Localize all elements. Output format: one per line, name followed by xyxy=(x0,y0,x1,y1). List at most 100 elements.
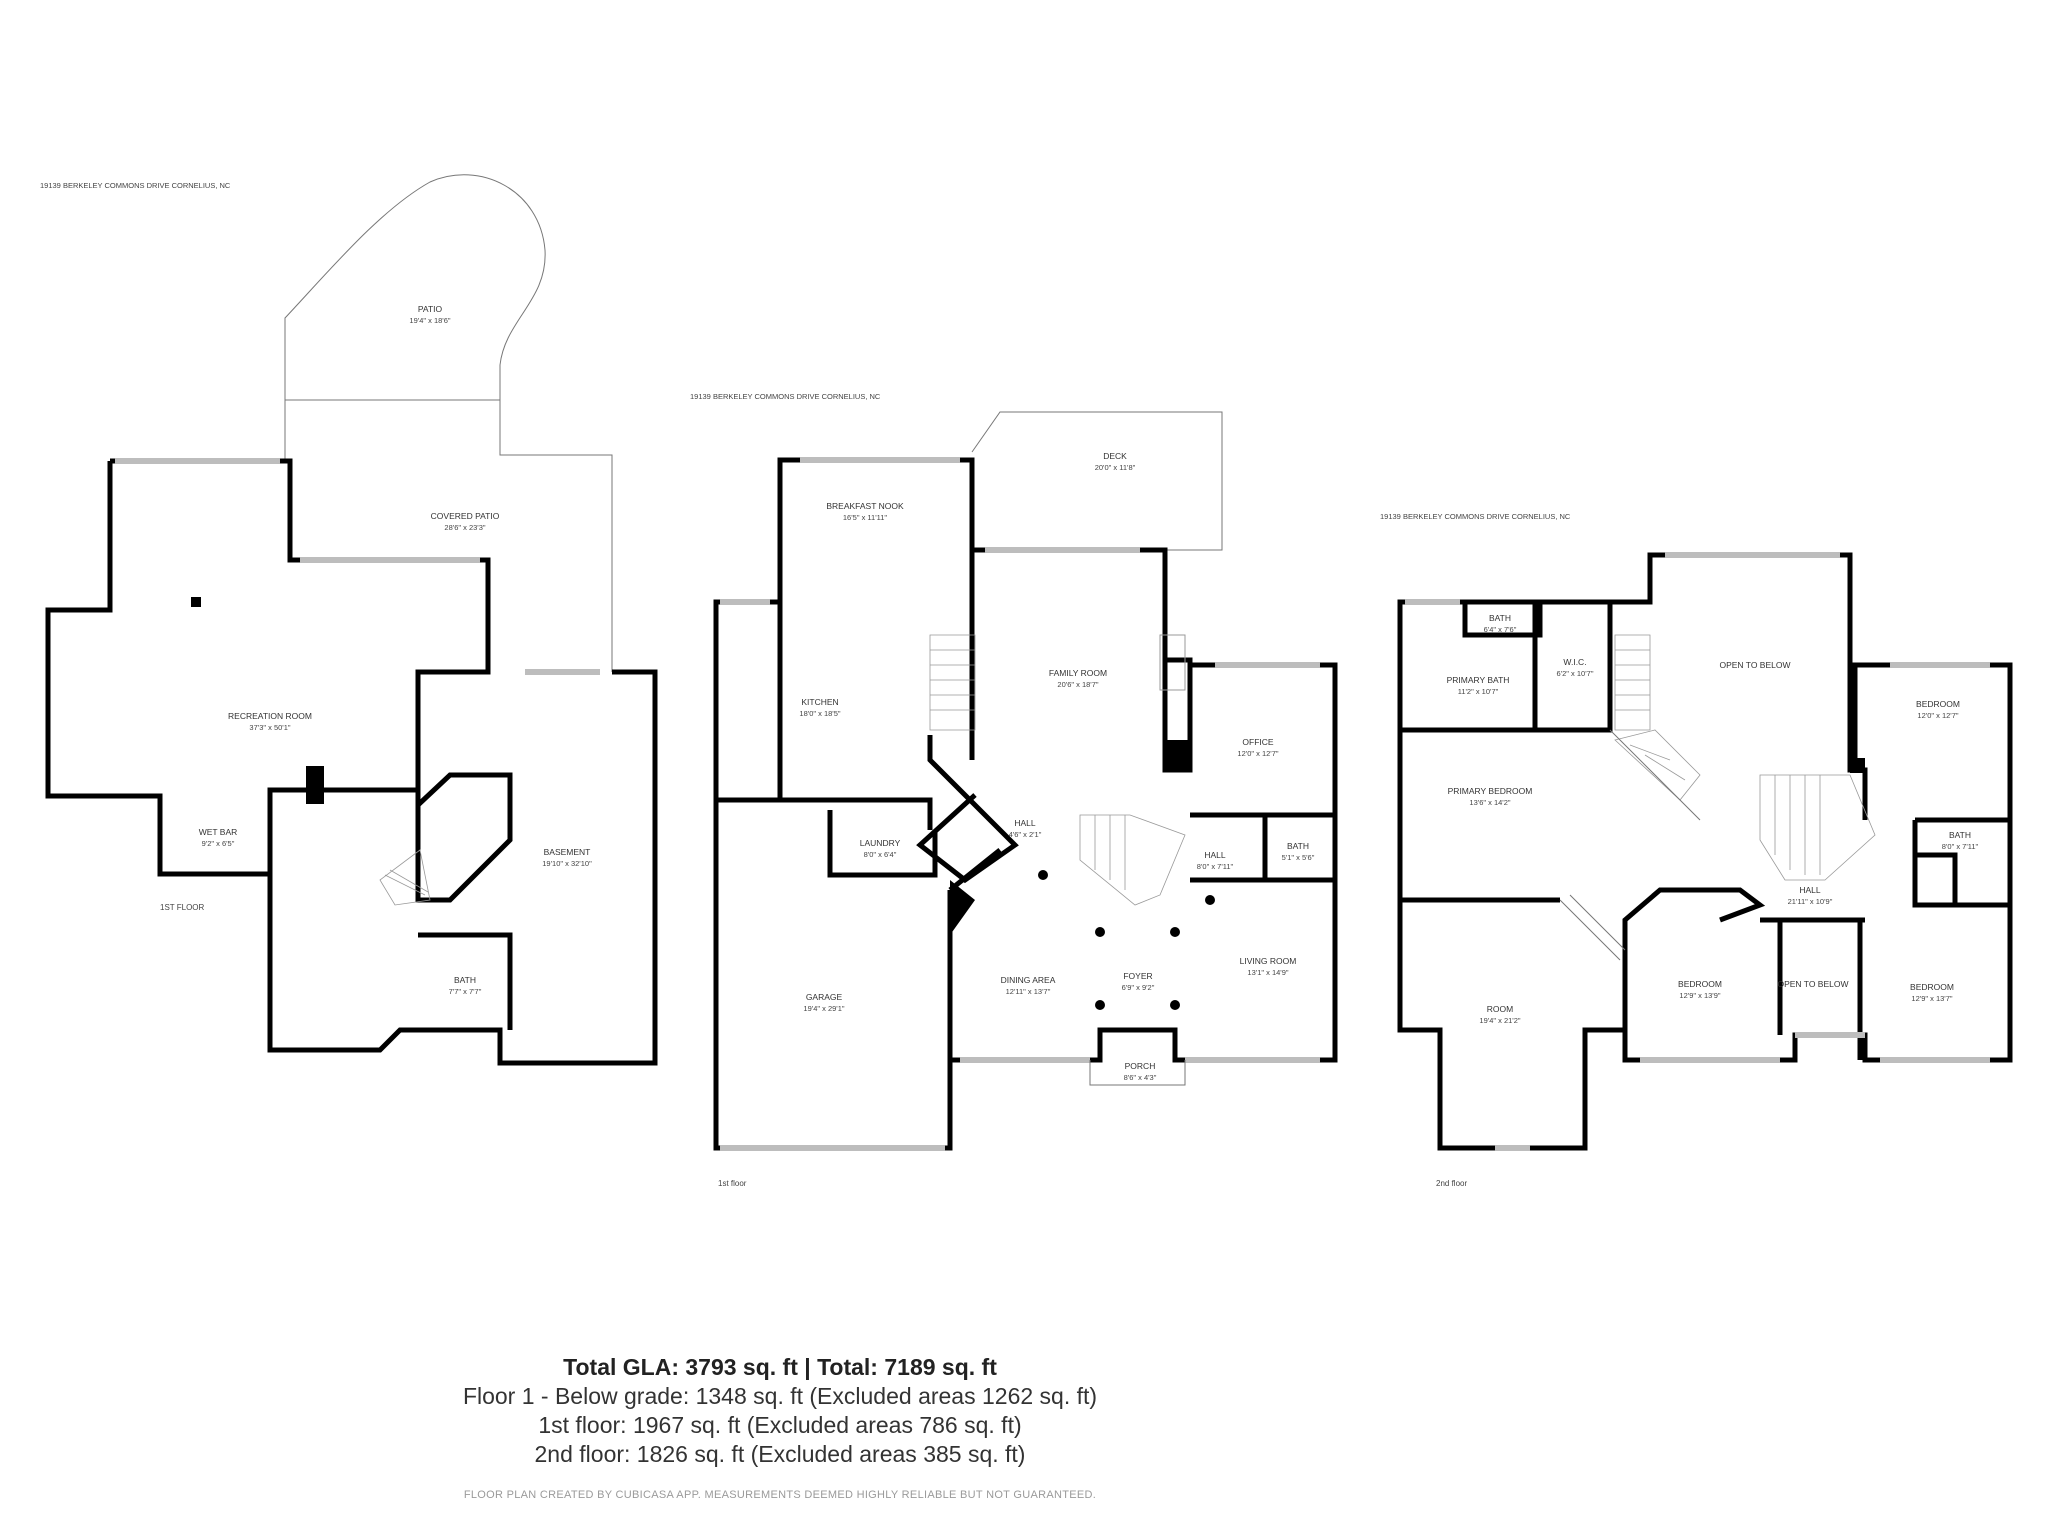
wic-name: W.I.C. xyxy=(1563,657,1586,667)
primary-bath-dim: 11'2" x 10'7" xyxy=(1458,687,1499,696)
office-dim: 12'0" x 12'7" xyxy=(1237,749,1278,758)
second-floor-address: 19139 BERKELEY COMMONS DRIVE CORNELIUS, … xyxy=(1380,512,1571,521)
basement-column xyxy=(191,597,201,607)
basement-stairs xyxy=(379,849,431,906)
basement-floor-plan: 19139 BERKELEY COMMONS DRIVE CORNELIUS, … xyxy=(40,174,658,1066)
second-floor-column xyxy=(1850,758,1865,773)
first-floor-column xyxy=(1038,870,1048,880)
first-floor-column xyxy=(1165,740,1190,770)
first-floor-column xyxy=(1170,927,1180,937)
second-floor-stairs-curved xyxy=(1759,774,1876,881)
open-to-below-top: OPEN TO BELOW xyxy=(1719,660,1790,670)
office-name: OFFICE xyxy=(1242,737,1273,747)
total-area: Total GLA: 3793 sq. ft | Total: 7189 sq.… xyxy=(563,1354,997,1380)
patio-dim: 19'4" x 18'6" xyxy=(409,316,450,325)
primary-bedroom-name: PRIMARY BEDROOM xyxy=(1448,786,1533,796)
bath-right-name: BATH xyxy=(1949,830,1971,840)
foyer-dim: 6'9" x 9'2" xyxy=(1122,983,1155,992)
bedroom-right-name: BEDROOM xyxy=(1916,699,1960,709)
living-room-name: LIVING ROOM xyxy=(1240,956,1297,966)
first-hall-name: HALL xyxy=(1204,850,1226,860)
primary-bath-name: PRIMARY BATH xyxy=(1447,675,1510,685)
first-bath-name: BATH xyxy=(1287,841,1309,851)
dining-area-dim: 12'11" x 13'7" xyxy=(1006,987,1051,996)
bedroom-right-dim: 12'0" x 12'7" xyxy=(1917,711,1958,720)
breakfast-nook-dim: 16'5" x 11'11" xyxy=(843,513,888,522)
first-floor-address: 19139 BERKELEY COMMONS DRIVE CORNELIUS, … xyxy=(690,392,881,401)
first-floor-outer-wall xyxy=(713,457,1338,1151)
kitchen-name: KITCHEN xyxy=(801,697,838,707)
deck-dim: 20'0" x 11'8" xyxy=(1095,463,1136,472)
first-floor-column xyxy=(1170,1000,1180,1010)
covered-patio-name: COVERED PATIO xyxy=(431,511,500,521)
first-floor-plan: 19139 BERKELEY COMMONS DRIVE CORNELIUS, … xyxy=(690,392,1338,1188)
below-grade-area: Floor 1 - Below grade: 1348 sq. ft (Excl… xyxy=(462,1383,1098,1409)
first-floor-stairs-lower xyxy=(1079,814,1186,906)
bath-top-name: BATH xyxy=(1489,613,1511,623)
recreation-room-name: RECREATION ROOM xyxy=(228,711,312,721)
kitchen-dim: 18'0" x 18'5" xyxy=(799,709,840,718)
foyer-name: FOYER xyxy=(1123,971,1152,981)
first-floor-stair-wall xyxy=(916,735,1019,884)
breakfast-nook-name: BREAKFAST NOOK xyxy=(826,501,904,511)
covered-patio-dim: 28'6" x 23'3" xyxy=(444,523,485,532)
basement-bath-dim: 7'7" x 7'7" xyxy=(449,987,482,996)
first-floor-column xyxy=(1205,895,1215,905)
basement-stair-wall xyxy=(415,772,513,1030)
bedroom-bottom-right-name: BEDROOM xyxy=(1910,982,1954,992)
room-dim: 19'4" x 21'2" xyxy=(1479,1016,1520,1025)
disclaimer: FLOOR PLAN CREATED BY CUBICASA APP. MEAS… xyxy=(463,1489,1097,1501)
porch-name: PORCH xyxy=(1125,1061,1156,1071)
basement-floor-label: 1ST FLOOR xyxy=(160,903,205,912)
patio-outline xyxy=(284,174,546,401)
first-floor-stairs-upper xyxy=(929,634,976,731)
second-floor-railing xyxy=(1559,729,1701,961)
basement-address: 19139 BERKELEY COMMONS DRIVE CORNELIUS, … xyxy=(40,181,231,190)
laundry-name: LAUNDRY xyxy=(860,838,901,848)
primary-bedroom-dim: 13'6" x 14'2" xyxy=(1469,798,1510,807)
laundry-dim: 8'0" x 6'4" xyxy=(864,850,897,859)
hall-small-dim: 4'6" x 2'1" xyxy=(1009,830,1042,839)
family-room-dim: 20'6" x 18'7" xyxy=(1057,680,1098,689)
bedroom-bottom-right-dim: 12'9" x 13'7" xyxy=(1911,994,1952,1003)
first-floor-wall-corner xyxy=(950,880,975,935)
porch-outline xyxy=(1089,1060,1186,1086)
wic-dim: 6'2" x 10'7" xyxy=(1557,669,1594,678)
second-floor-stairs-upper xyxy=(1614,634,1651,731)
second-hall-name: HALL xyxy=(1799,885,1821,895)
garage-dim: 19'4" x 29'1" xyxy=(803,1004,844,1013)
first-bath-dim: 5'1" x 5'6" xyxy=(1282,853,1315,862)
second-floor-plan: 19139 BERKELEY COMMONS DRIVE CORNELIUS, … xyxy=(1380,512,2013,1188)
basement-outer-wall xyxy=(45,458,658,1066)
first-floor-area: 1st floor: 1967 sq. ft (Excluded areas 7… xyxy=(538,1412,1022,1438)
second-floor-stairs-diagonal xyxy=(1614,729,1701,801)
first-floor-column xyxy=(1095,927,1105,937)
bath-right-dim: 8'0" x 7'11" xyxy=(1942,842,1979,851)
second-floor-label: 2nd floor xyxy=(1436,1179,1467,1188)
family-room-name: FAMILY ROOM xyxy=(1049,668,1107,678)
second-hall-dim: 21'11" x 10'9" xyxy=(1788,897,1833,906)
bedroom-center-dim: 12'9" x 13'9" xyxy=(1679,991,1720,1000)
area-summary: Total GLA: 3793 sq. ft | Total: 7189 sq.… xyxy=(0,1352,1560,1501)
hall-small-name: HALL xyxy=(1014,818,1036,828)
living-room-dim: 13'1" x 14'9" xyxy=(1247,968,1288,977)
basement-bath-name: BATH xyxy=(454,975,476,985)
open-to-below-bottom: OPEN TO BELOW xyxy=(1777,979,1848,989)
second-floor-area: 2nd floor: 1826 sq. ft (Excluded areas 3… xyxy=(534,1441,1026,1467)
garage-name: GARAGE xyxy=(806,992,843,1002)
first-hall-dim: 8'0" x 7'11" xyxy=(1197,862,1234,871)
basement-column xyxy=(306,766,324,804)
covered-patio-outline xyxy=(284,400,613,672)
wet-bar-name: WET BAR xyxy=(199,827,238,837)
room-name: ROOM xyxy=(1487,1004,1513,1014)
patio-name: PATIO xyxy=(418,304,443,314)
first-floor-label: 1st floor xyxy=(718,1179,747,1188)
wet-bar-dim: 9'2" x 6'5" xyxy=(202,839,235,848)
recreation-room-dim: 37'3" x 50'1" xyxy=(249,723,290,732)
basement-room-name: BASEMENT xyxy=(544,847,591,857)
porch-dim: 8'6" x 4'3" xyxy=(1124,1073,1157,1082)
bedroom-center-name: BEDROOM xyxy=(1678,979,1722,989)
deck-name: DECK xyxy=(1103,451,1127,461)
basement-room-dim: 19'10" x 32'10" xyxy=(542,859,592,868)
